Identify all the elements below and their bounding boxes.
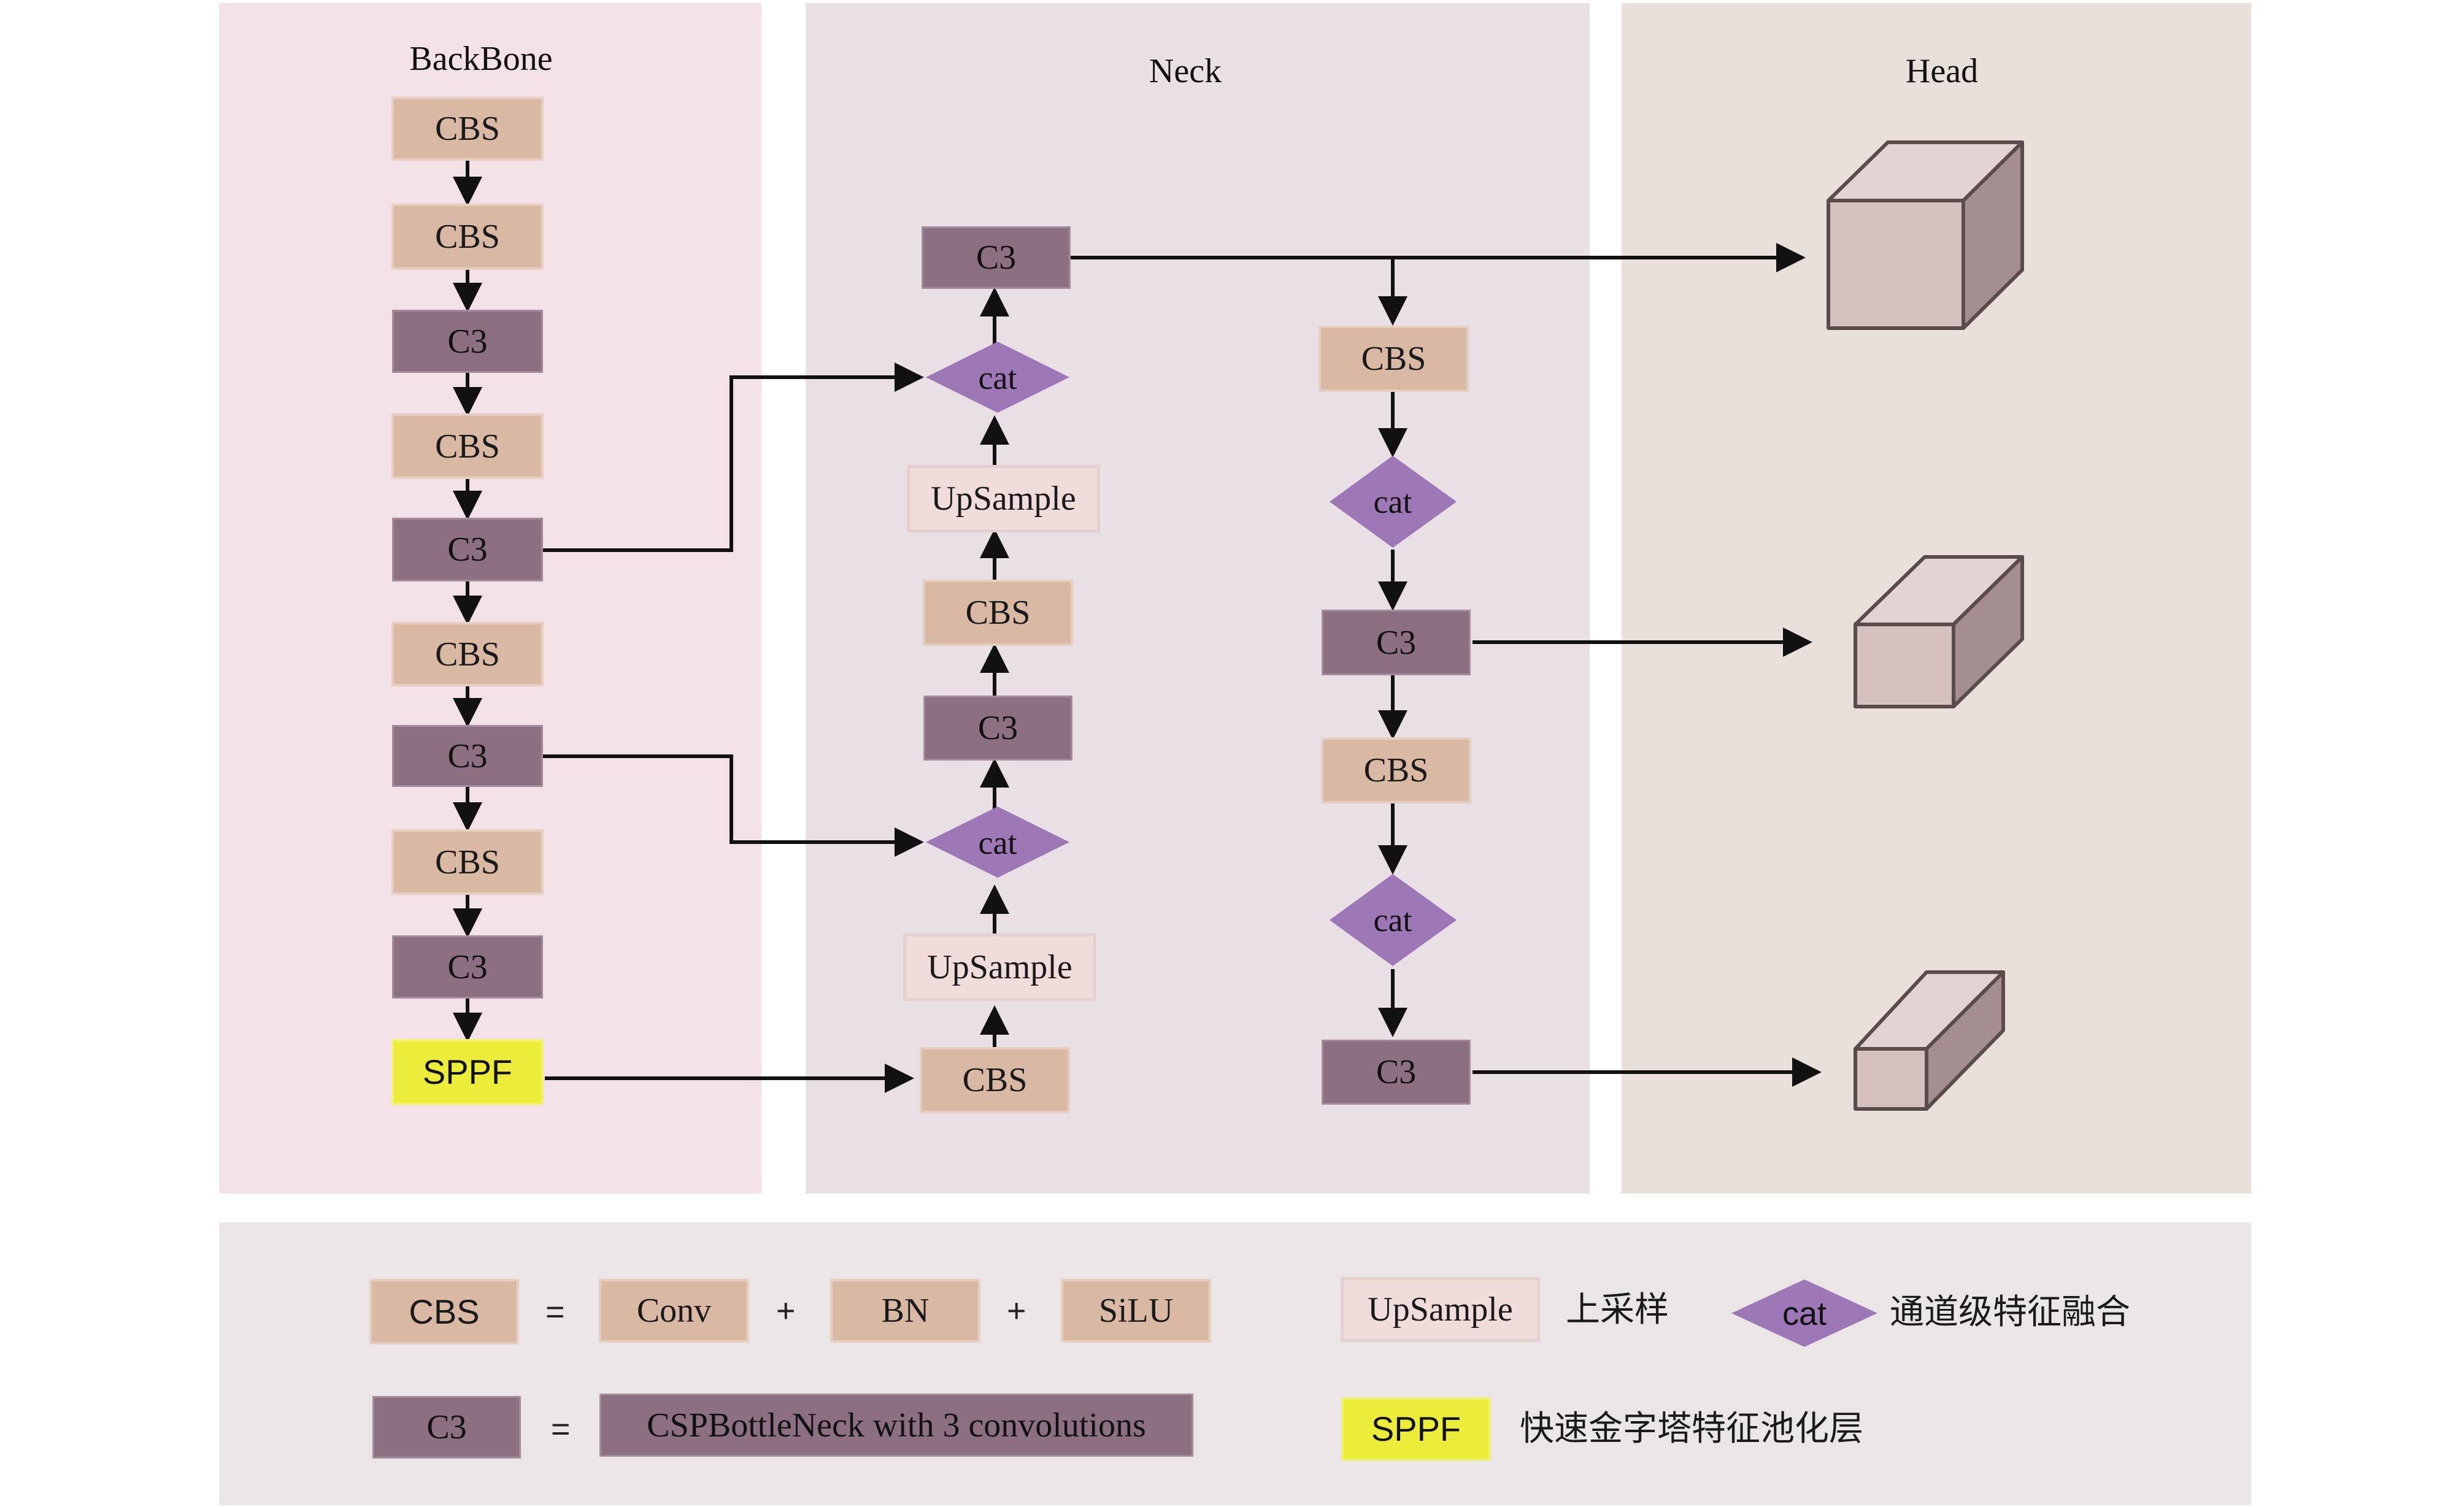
neck-title: Neck bbox=[1149, 52, 1222, 90]
neck-right-cbs-1: CBS bbox=[1321, 328, 1466, 389]
legend-cat-description: 通道级特征融合 bbox=[1890, 1292, 2130, 1332]
legend-conv-box: Conv bbox=[601, 1281, 747, 1340]
cat-label: cat bbox=[1374, 902, 1412, 938]
cross-connection-arrows bbox=[540, 362, 924, 1093]
cat-diamonds: cat cat cat cat cat bbox=[926, 342, 1877, 1347]
legend-plus-1: + bbox=[776, 1292, 796, 1329]
legend-equals-1: = bbox=[545, 1294, 565, 1330]
head-cube-small bbox=[1854, 970, 2005, 1111]
c3-to-top-cat-arrow bbox=[540, 362, 924, 552]
head-cube-large bbox=[1827, 140, 2024, 330]
legend-plus-2: + bbox=[1007, 1292, 1026, 1329]
c3-to-lower-cat-arrow bbox=[540, 754, 924, 857]
head-title: Head bbox=[1905, 52, 1979, 90]
head-cube-medium bbox=[1854, 555, 2024, 708]
legend-silu-box: SiLU bbox=[1063, 1281, 1209, 1340]
backbone-cbs-5: CBS bbox=[394, 832, 541, 892]
legend-sppf-description: 快速金字塔特征池化层 bbox=[1520, 1409, 1863, 1449]
backbone-c3-2: C3 bbox=[394, 520, 541, 580]
backbone-cbs-4: CBS bbox=[394, 624, 541, 684]
legend-equals-2: = bbox=[551, 1411, 571, 1448]
backbone-cbs-2: CBS bbox=[394, 206, 541, 267]
cat-diamond-neck-top: cat bbox=[926, 342, 1069, 413]
cat-label: cat bbox=[979, 359, 1017, 396]
legend-cbs-box: CBS bbox=[372, 1281, 517, 1342]
cat-label: cat bbox=[979, 824, 1017, 861]
legend-bn-box: BN bbox=[833, 1281, 978, 1340]
backbone-c3-4: C3 bbox=[394, 937, 541, 997]
legend-c3-box: C3 bbox=[374, 1398, 519, 1457]
neck-c3-mid: C3 bbox=[925, 697, 1071, 759]
backbone-sppf: SPPF bbox=[394, 1041, 541, 1103]
neck-upsample-1: UpSample bbox=[910, 468, 1097, 529]
neck-cbs-bottom: CBS bbox=[922, 1049, 1068, 1111]
backbone-cbs-1: CBS bbox=[394, 99, 541, 158]
legend-sppf-box: SPPF bbox=[1344, 1400, 1488, 1459]
cat-diamond-legend: cat bbox=[1731, 1279, 1877, 1347]
legend-cat-label: cat bbox=[1782, 1295, 1827, 1332]
neck-right-cbs-2: CBS bbox=[1323, 740, 1469, 801]
backbone-c3-3: C3 bbox=[394, 727, 541, 785]
cat-diamond-neck-lower: cat bbox=[926, 807, 1069, 878]
backbone-c3-1: C3 bbox=[394, 312, 541, 371]
neck-cbs-mid: CBS bbox=[925, 582, 1071, 643]
neck-upsample-2: UpSample bbox=[906, 937, 1093, 998]
cat-diamond-right-lower: cat bbox=[1330, 874, 1457, 966]
backbone-title: BackBone bbox=[409, 40, 553, 78]
cat-label: cat bbox=[1374, 483, 1412, 520]
neck-right-c3-1: C3 bbox=[1323, 612, 1469, 673]
legend-upsample-description: 上采样 bbox=[1566, 1290, 1669, 1330]
backbone-cbs-3: CBS bbox=[394, 416, 541, 477]
legend-upsample-box: UpSample bbox=[1344, 1280, 1537, 1339]
legend-panel bbox=[219, 1222, 2251, 1505]
neck-c3-top: C3 bbox=[923, 228, 1069, 287]
neck-right-c3-2: C3 bbox=[1323, 1041, 1469, 1103]
legend-c3-description: CSPBottleNeck with 3 convolutions bbox=[601, 1395, 1192, 1455]
cat-diamond-right-top: cat bbox=[1330, 456, 1457, 548]
neck-to-head-arrows bbox=[1069, 243, 1822, 1087]
